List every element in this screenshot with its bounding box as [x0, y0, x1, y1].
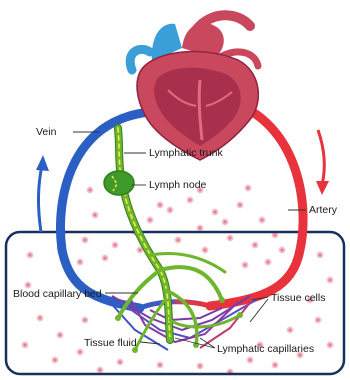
label-lymphatic-trunk: Lymphatic trunk — [149, 147, 223, 159]
tissue-cell — [174, 236, 181, 243]
tissue-cell — [96, 366, 103, 373]
tissue-cell — [286, 326, 293, 333]
tissue-cell — [326, 276, 333, 283]
tissue-cell — [278, 246, 285, 253]
tissue-cell — [56, 331, 63, 338]
tissue-cell — [271, 361, 278, 368]
label-tissue-cells: Tissue cells — [271, 292, 325, 304]
tissue-cell — [21, 341, 28, 348]
tissue-cell — [36, 314, 43, 321]
artery-flow-arrow — [316, 130, 329, 195]
tissue-cell — [186, 196, 193, 203]
tissue-cell — [221, 218, 228, 225]
tissue-cell — [226, 234, 233, 241]
tissue-cell — [76, 258, 83, 265]
tissue-cell — [196, 224, 203, 231]
label-tissue-fluid: Tissue fluid — [84, 337, 137, 349]
tissue-cell — [81, 236, 88, 243]
lymph-node — [104, 171, 134, 195]
tissue-cell — [26, 251, 33, 258]
tissue-cell — [316, 251, 323, 258]
tissue-cell — [196, 362, 203, 369]
tissue-cell — [326, 341, 333, 348]
tissue-cell — [91, 211, 98, 218]
tissue-cell — [81, 316, 88, 323]
tissue-cell — [251, 241, 258, 248]
tissue-cell — [156, 201, 163, 208]
label-artery: Artery — [309, 204, 338, 216]
vein-flow-arrow — [36, 155, 49, 232]
tissue-cell — [236, 201, 243, 208]
tissue-cell — [201, 246, 208, 253]
tissue-cell — [211, 208, 218, 215]
label-lymph-node: Lymph node — [149, 179, 207, 191]
tissue-cell — [76, 348, 83, 355]
tissue-cell — [264, 258, 271, 265]
tissue-cell — [314, 316, 321, 323]
tissue-cell — [241, 261, 248, 268]
leader-lines — [73, 132, 306, 348]
label-vein: Vein — [36, 126, 57, 138]
tissue-cell — [244, 184, 251, 191]
tissue-cell — [246, 356, 253, 363]
tissue-cell — [258, 216, 265, 223]
heart-illustration — [130, 15, 258, 160]
tissue-cell — [156, 361, 163, 368]
tissue-cell — [116, 358, 123, 365]
tissue-cell — [111, 241, 118, 248]
label-lymphatic-capillaries: Lymphatic capillaries — [217, 343, 314, 355]
tissue-cell — [51, 356, 58, 363]
tissue-cell — [166, 206, 173, 213]
tissue-cell — [101, 254, 108, 261]
vein-vessel — [60, 112, 150, 308]
tissue-cell — [86, 186, 93, 193]
label-blood-capillary-bed: Blood capillary bed — [13, 288, 102, 300]
tissue-cell — [146, 216, 153, 223]
